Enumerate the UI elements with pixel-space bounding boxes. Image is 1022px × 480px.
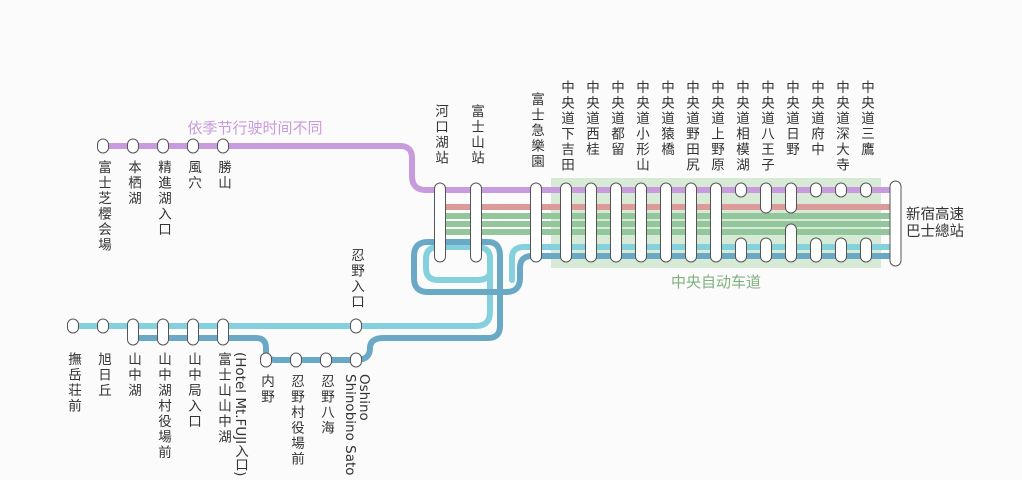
station-marker-yamanaka-0[interactable] (67, 318, 79, 334)
station-label-chuo-9: 中央道日野 (783, 80, 800, 158)
station-marker-yamanaka-2[interactable] (127, 318, 139, 346)
station-marker-chuo-4[interactable] (660, 182, 672, 263)
station-marker-chuo-7-lower[interactable] (735, 237, 747, 263)
station-label-oshino-entrance: 忍野入口 (348, 248, 365, 310)
station-label-chuo-4: 中央道猿橋 (658, 80, 675, 158)
station-marker-katsuyama[interactable] (217, 138, 229, 154)
station-label-katsuyama: 勝山 (215, 160, 232, 191)
station-sublabel-hotel-mt-fuji: (Hotel Mt.FUJI入口) (232, 352, 249, 476)
station-label-chuo-2: 中央道都留 (608, 80, 625, 158)
station-label-chuo-3: 中央道小形山 (633, 80, 650, 173)
station-marker-chuo-5[interactable] (685, 182, 697, 263)
expressway-label: 中央自动车道 (671, 273, 761, 291)
station-label-chuo-8: 中央道八王子 (758, 80, 775, 173)
station-marker-chuo-9[interactable] (785, 182, 797, 214)
station-marker-oshino-2[interactable] (320, 352, 332, 368)
station-label-chuo-10: 中央道府中 (808, 80, 825, 158)
station-marker-chuo-2[interactable] (610, 182, 622, 263)
station-marker-yamanaka-4[interactable] (187, 318, 199, 346)
station-label-shojiko: 精進湖入口 (155, 160, 172, 238)
station-label-yamanaka-4: 山中局入口 (185, 352, 202, 430)
station-marker-yamanaka-3[interactable] (157, 318, 169, 346)
station-label-chuo-5: 中央道野田尻 (683, 80, 700, 173)
station-marker-fujishiba[interactable] (97, 138, 109, 154)
station-marker-fujikyu[interactable] (530, 182, 542, 263)
station-marker-chuo-8[interactable] (760, 182, 772, 214)
route-cyan-mainline (509, 244, 898, 283)
station-label-motosuko: 本栖湖 (125, 160, 142, 207)
station-marker-chuo-3[interactable] (635, 182, 647, 263)
station-marker-chuo-1[interactable] (585, 182, 597, 263)
station-label-chuo-6: 中央道上野原 (708, 80, 725, 173)
station-label-oshino-0: 内野 (258, 374, 275, 405)
station-label-oshino-shinobi-1: Shinobino Sato (342, 374, 358, 476)
station-marker-oshino-0[interactable] (260, 352, 272, 368)
station-marker-chuo-10-lower[interactable] (810, 237, 822, 263)
station-label-chuo-11: 中央道深大寺 (833, 80, 850, 173)
station-marker-chuo-12-lower[interactable] (860, 237, 872, 263)
station-marker-shojiko[interactable] (157, 138, 169, 154)
station-label-fujikyu: 富士急樂園 (528, 91, 545, 170)
terminal-label-line2: 巴士總站 (906, 222, 964, 240)
station-label-chuo-12: 中央道三鷹 (858, 80, 875, 158)
station-marker-kawaguchiko[interactable] (434, 182, 446, 263)
station-label-chuo-7: 中央道相模湖 (733, 80, 750, 173)
route-purple-fuji-five-lakes (100, 143, 898, 193)
station-label-kawaguchiko: 河口湖站 (432, 104, 449, 166)
station-label-yamanaka-5: 富士山山中湖 (215, 351, 232, 445)
station-marker-oshino-1[interactable] (290, 352, 302, 368)
station-marker-oshino-shinobi[interactable] (350, 352, 362, 368)
station-marker-yamanaka-5[interactable] (217, 318, 229, 346)
station-label-fujishiba: 富士芝櫻会場 (95, 159, 112, 253)
route-cyan-yamanaka (70, 244, 493, 329)
station-marker-chuo-8-lower[interactable] (760, 237, 772, 263)
station-marker-chuo-11-lower[interactable] (835, 237, 847, 263)
terminal-marker[interactable] (889, 180, 902, 267)
terminal-label-line1: 新宿高速 (906, 206, 964, 223)
station-label-fujisan: 富士山站 (468, 103, 485, 166)
station-marker-yamanaka-1[interactable] (97, 318, 109, 334)
station-label-fuketsu: 風穴 (185, 160, 202, 191)
station-label-oshino-2: 忍野八海 (318, 374, 335, 436)
station-marker-fuketsu[interactable] (187, 138, 199, 154)
station-marker-chuo-11[interactable] (835, 182, 847, 198)
station-label-chuo-0: 中央道下吉田 (558, 80, 575, 173)
station-marker-chuo-12[interactable] (860, 182, 872, 198)
station-label-yamanaka-2: 山中湖 (125, 352, 142, 399)
station-marker-chuo-0[interactable] (560, 182, 572, 263)
station-marker-chuo-6[interactable] (710, 182, 722, 263)
station-marker-fujisan[interactable] (470, 182, 482, 263)
station-marker-chuo-7[interactable] (735, 182, 747, 198)
station-label-yamanaka-0: 撫岳荘前 (65, 352, 82, 414)
station-marker-motosuko[interactable] (127, 138, 139, 154)
seasonal-note: 依季节行驶时间不同 (187, 119, 322, 137)
station-marker-chuo-10[interactable] (810, 182, 822, 198)
station-marker-oshino-entrance[interactable] (350, 318, 362, 334)
station-label-yamanaka-1: 旭日丘 (95, 352, 112, 399)
station-label-oshino-1: 忍野村役場前 (288, 374, 305, 467)
station-label-yamanaka-3: 山中湖村役場前 (155, 352, 172, 461)
station-label-oshino-shinobi-0: Oshino (356, 374, 372, 421)
station-marker-chuo-9-lower[interactable] (785, 223, 797, 263)
station-label-chuo-1: 中央道西桂 (583, 80, 600, 158)
